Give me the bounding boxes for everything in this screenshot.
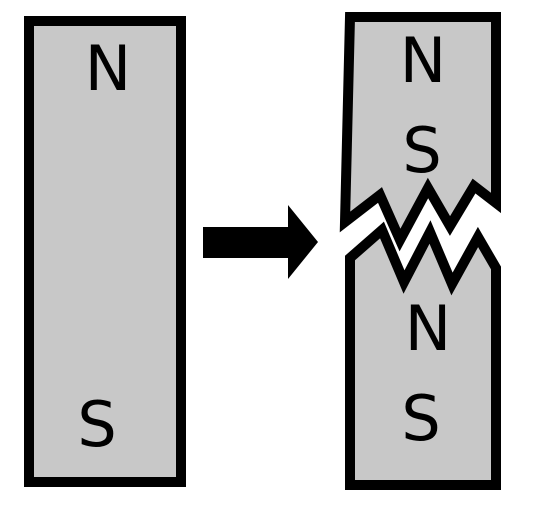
top-piece-south-label: S xyxy=(402,114,441,187)
jagged-break-edge xyxy=(345,220,501,490)
whole-magnet: N S xyxy=(24,16,186,487)
whole-magnet-north-label: N xyxy=(85,32,131,105)
top-piece-north-label: N xyxy=(400,24,446,97)
right-arrow-icon xyxy=(203,205,318,279)
bottom-piece-north-label: N xyxy=(405,292,451,365)
whole-magnet-body xyxy=(24,16,186,487)
broken-magnet-bottom-piece: N S xyxy=(345,220,501,490)
bottom-piece-south-label: S xyxy=(401,382,440,455)
jagged-break-icon xyxy=(339,12,501,252)
whole-magnet-south-label: S xyxy=(77,388,116,461)
broken-magnet-top-piece: N S xyxy=(339,12,501,252)
